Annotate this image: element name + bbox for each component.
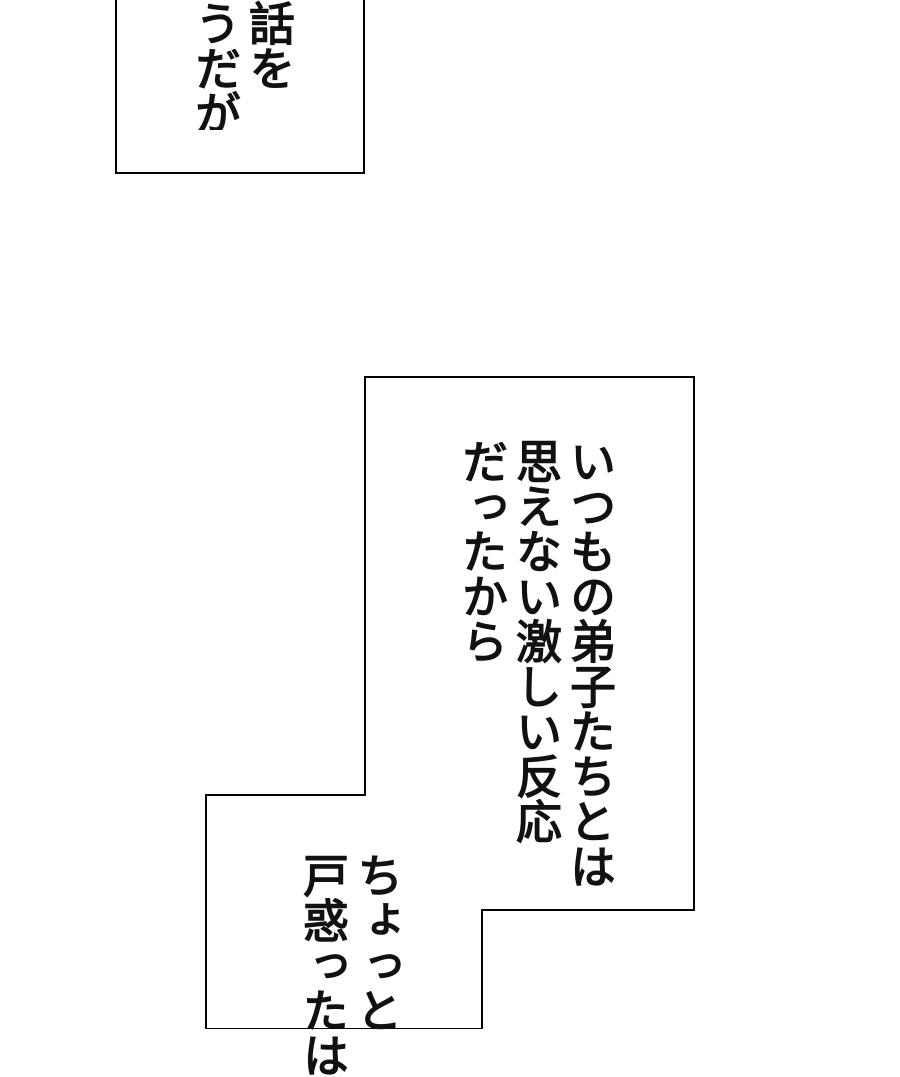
caption-box-1-line-1: 話を xyxy=(242,0,296,90)
caption-box-3-line-2: 戸惑ったは xyxy=(296,852,350,1077)
caption-box-3-text: ちょっと 戸惑ったは xyxy=(296,852,404,1077)
caption-box-3-line-1: ちょっと xyxy=(350,852,404,1032)
caption-box-2-text: いつもの弟子たちとは 思えない激しい反応 だったから xyxy=(455,438,617,888)
caption-box-borders xyxy=(115,0,695,1029)
caption-box-2-line-1: いつもの弟子たちとは xyxy=(563,438,617,888)
caption-box-2-line-3: だったから xyxy=(455,438,509,663)
caption-box-2-border xyxy=(205,376,695,1029)
caption-box-2-line-2: 思えない激しい反応 xyxy=(509,438,563,843)
caption-box-1-line-2: うだが xyxy=(188,0,242,130)
caption-box-1-border xyxy=(115,0,365,174)
caption-box-1-text: 話を うだが xyxy=(188,0,296,130)
